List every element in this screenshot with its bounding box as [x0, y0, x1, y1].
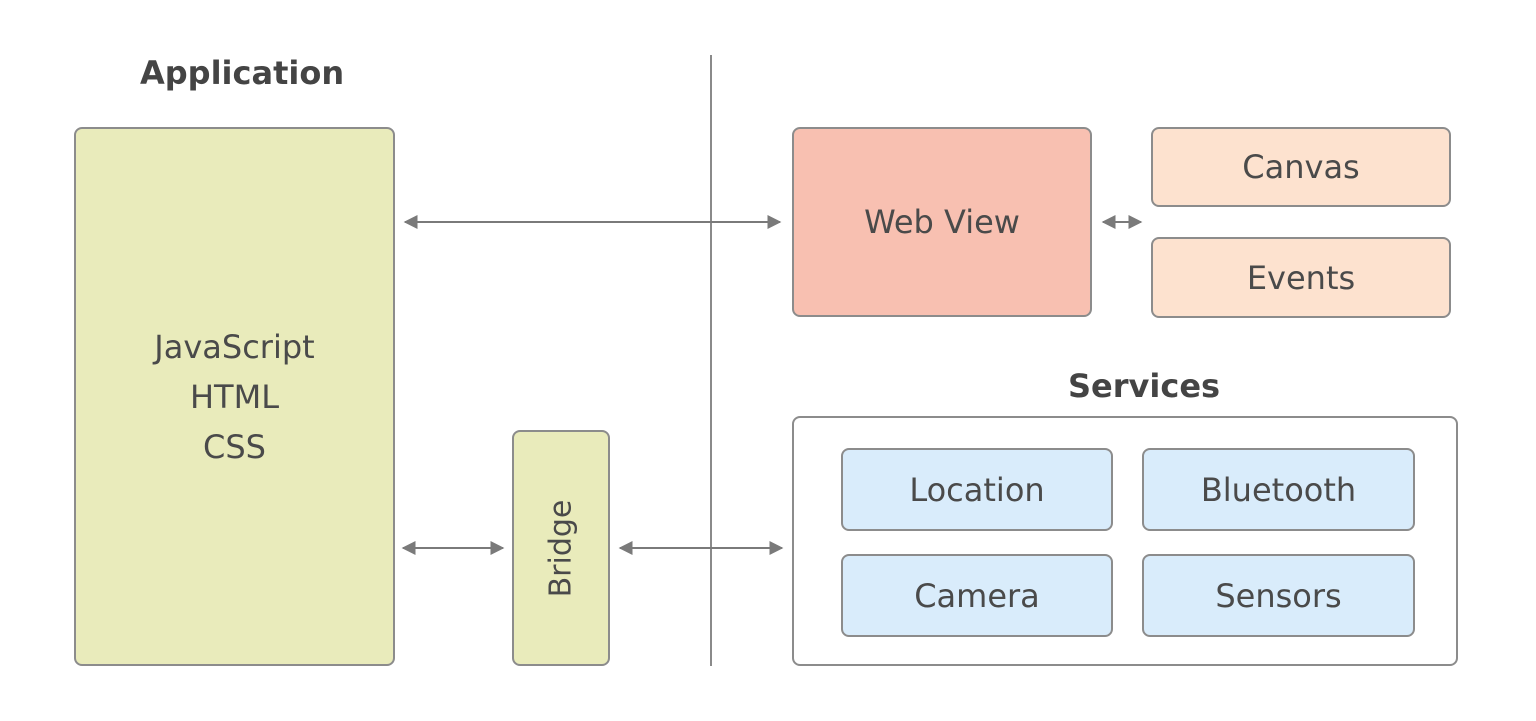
bridge-label: Bridge [543, 499, 579, 597]
html-label: HTML [189, 377, 280, 416]
bluetooth-label: Bluetooth [1200, 470, 1357, 509]
services-title: Services [1068, 367, 1221, 405]
camera-box: Camera [841, 554, 1113, 637]
location-box: Location [841, 448, 1113, 531]
events-label: Events [1246, 258, 1356, 297]
css-label: CSS [203, 427, 266, 466]
application-stack: JavaScript HTML CSS [154, 322, 314, 472]
sensors-box: Sensors [1142, 554, 1415, 637]
application-box: JavaScript HTML CSS [74, 127, 395, 666]
sensors-label: Sensors [1215, 576, 1342, 615]
bluetooth-box: Bluetooth [1142, 448, 1415, 531]
bridge-box: Bridge [512, 430, 610, 666]
location-label: Location [909, 470, 1045, 509]
webview-label: Web View [864, 203, 1020, 241]
canvas-label: Canvas [1242, 148, 1360, 186]
webview-box: Web View [792, 127, 1092, 317]
events-box: Events [1151, 237, 1451, 318]
application-title: Application [140, 54, 345, 92]
javascript-label: JavaScript [154, 327, 315, 366]
canvas-box: Canvas [1151, 127, 1451, 207]
camera-label: Camera [914, 576, 1040, 615]
